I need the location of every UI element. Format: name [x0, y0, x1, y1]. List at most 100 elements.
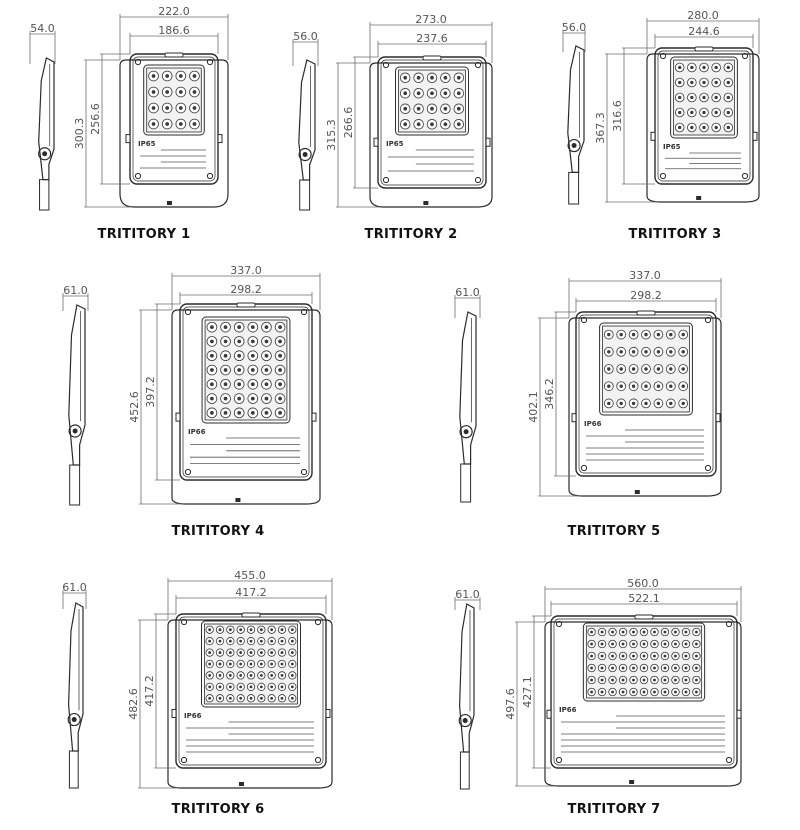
depth-value: 56.0: [562, 21, 587, 34]
bracket-pivot: [298, 147, 312, 162]
pivot-tab-right: [752, 131, 758, 141]
led-chip: [690, 110, 694, 115]
ip-rating-label: IP65: [138, 140, 156, 148]
led-chip: [250, 410, 255, 415]
led-panel-frame: [143, 64, 205, 136]
led-chip: [250, 339, 255, 344]
led-chip: [644, 350, 648, 354]
led-chip: [690, 125, 694, 130]
led-chip: [669, 350, 673, 354]
led-chip: [681, 350, 685, 354]
led-chip: [590, 678, 594, 682]
side-housing: [68, 304, 86, 466]
side-housing: [67, 602, 84, 752]
led-chip: [694, 690, 698, 694]
led-chip: [690, 65, 694, 70]
led-chip: [694, 630, 698, 634]
led-chip: [430, 75, 434, 80]
led-chip: [653, 678, 656, 682]
top-handle: [241, 612, 261, 618]
led-chip: [259, 696, 263, 700]
led-chip: [669, 332, 673, 337]
led-chip: [600, 630, 604, 634]
led-chip: [249, 662, 253, 666]
led-panel: [201, 620, 301, 708]
led-panel-frame: [670, 56, 738, 139]
led-chip: [250, 396, 255, 401]
overall-height-value: 482.6: [127, 688, 140, 720]
inner-width-value: 522.1: [628, 592, 660, 605]
led-chip: [642, 690, 646, 694]
width-dimension: 560.0: [544, 577, 742, 622]
overall-height-value: 315.3: [325, 119, 338, 151]
led-chip: [270, 651, 274, 654]
inner-height-value: 256.6: [89, 103, 102, 135]
led-chip: [237, 396, 242, 401]
bracket-pivot: [67, 712, 81, 727]
inner-width-value: 298.2: [630, 289, 662, 302]
led-chip: [208, 674, 212, 677]
led-chip: [403, 106, 408, 111]
inner-height-dimension: 316.6: [611, 47, 655, 185]
led-chip: [280, 651, 284, 654]
led-chip: [631, 401, 636, 406]
led-chip: [210, 368, 214, 372]
led-panel: [582, 622, 706, 702]
led-chip: [208, 628, 212, 632]
depth-value: 54.0: [30, 22, 55, 35]
led-chip: [218, 662, 222, 666]
overall-width-value: 273.0: [415, 13, 447, 26]
led-chip: [681, 332, 685, 337]
cable-gland: [166, 201, 172, 205]
overall-width-value: 280.0: [687, 9, 719, 22]
led-chip: [607, 332, 611, 337]
led-chip: [669, 384, 673, 388]
top-handle: [422, 55, 442, 61]
led-chip: [250, 353, 255, 358]
led-chip: [430, 106, 434, 111]
bracket-bolt: [42, 151, 48, 157]
led-chip: [644, 367, 648, 371]
led-chip: [656, 401, 661, 406]
corner-screw: [134, 58, 142, 66]
led-chip: [192, 74, 197, 78]
led-panel-frame: [582, 622, 706, 702]
corner-screw: [300, 308, 308, 316]
led-chip: [611, 642, 614, 646]
led-chip: [456, 91, 461, 96]
top-handle: [164, 52, 184, 58]
led-chip: [228, 639, 232, 643]
side-view: [67, 602, 84, 789]
led-chip: [223, 396, 228, 401]
led-chip: [208, 651, 212, 654]
cable-gland: [235, 498, 241, 502]
ip-rating-label: IP65: [386, 140, 404, 148]
led-chip: [714, 110, 718, 115]
mounting-bracket: [39, 179, 50, 211]
led-chip: [656, 367, 661, 371]
inner-height-value: 346.2: [543, 378, 556, 410]
led-chip: [249, 639, 253, 643]
led-chip: [165, 74, 170, 78]
led-chip: [684, 690, 688, 694]
overall-width-value: 222.0: [158, 5, 190, 18]
inner-height-dimension: 266.6: [342, 56, 378, 189]
led-chip: [653, 690, 656, 694]
depth-value: 61.0: [455, 286, 480, 299]
led-chip: [416, 122, 421, 127]
inner-height-value: 417.2: [143, 675, 156, 707]
product-title-6: TRITITORY 6: [171, 802, 265, 817]
led-chip: [270, 685, 274, 689]
width-dimension: 337.0: [568, 269, 722, 318]
front-view: IP66: [568, 310, 722, 497]
led-chip: [694, 678, 698, 682]
corner-screw: [184, 468, 192, 476]
led-chip: [611, 630, 614, 634]
bracket-bolt: [302, 152, 308, 157]
corner-screw: [474, 176, 482, 184]
inner-width-value: 417.2: [235, 586, 267, 599]
led-chip: [702, 95, 706, 100]
led-chip: [228, 696, 232, 700]
led-chip: [621, 690, 625, 694]
